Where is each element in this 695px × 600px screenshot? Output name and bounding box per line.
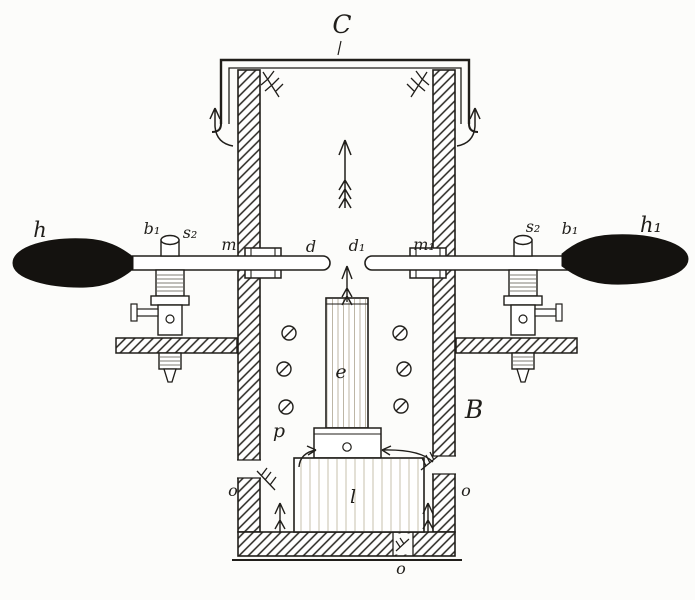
left-bracket-plate [115, 337, 238, 354]
port-squiggle-bottom [395, 537, 410, 552]
pedestal [313, 427, 382, 459]
label-port-bottom: o [396, 559, 406, 578]
left-side-screw[interactable] [136, 308, 159, 317]
flow-arrow-cap-left [209, 107, 234, 147]
flow-arrow-bottom-left [274, 502, 286, 533]
right-wall-port [432, 455, 456, 475]
right-bracket-plate [455, 337, 578, 354]
label-pedestal: p [273, 420, 285, 442]
label-cap: C [332, 10, 351, 39]
cap-label-tick [337, 40, 342, 56]
label-handle-left: h [33, 218, 47, 242]
label-nozzle-left: d [306, 237, 316, 256]
cap-jet-left [260, 70, 284, 98]
label-port-left: o [228, 481, 238, 500]
cap-jet-right [406, 70, 430, 98]
left-handle[interactable] [12, 238, 134, 288]
flow-arrow-pedestal-left [298, 445, 317, 468]
port-squiggle-left [256, 467, 277, 491]
right-side-screw[interactable] [534, 308, 557, 317]
labels: C h b₁ s₂ m d d₁ m₁ s₂ b₁ h₁ e B p l o o… [33, 10, 662, 578]
right-handle[interactable] [561, 234, 689, 285]
label-base-block: l [350, 486, 356, 508]
screw-left-2[interactable] [276, 361, 292, 377]
label-gland-left: m [221, 235, 236, 254]
label-handle-right: h₁ [640, 213, 662, 237]
left-stopcock[interactable] [130, 234, 190, 383]
label-stopcock-left-s: s₂ [183, 223, 198, 242]
flow-arrow-central [338, 139, 352, 209]
label-column: e [335, 361, 346, 383]
top-cap [211, 40, 479, 133]
screw-right-1[interactable] [392, 325, 408, 341]
flow-arrow-bottom-right [422, 502, 434, 533]
left-tube [132, 255, 331, 271]
base-block [293, 457, 425, 533]
right-stopcock[interactable] [503, 234, 563, 383]
left-wall-port [237, 459, 261, 479]
label-stopcock-right-b: b₁ [562, 219, 579, 238]
right-tube [364, 255, 573, 271]
label-stopcock-left-b: b₁ [144, 219, 161, 238]
label-stopcock-right-s: s₂ [526, 217, 541, 236]
screw-right-2[interactable] [396, 361, 412, 377]
label-chamber: B [464, 395, 483, 424]
screw-left-3[interactable] [278, 399, 294, 415]
label-gland-right: m₁ [413, 235, 435, 254]
flow-arrow-cap-right [456, 107, 481, 147]
screw-right-3[interactable] [393, 398, 409, 414]
center-column [325, 297, 369, 429]
label-port-right: o [461, 481, 471, 500]
pedestal-hole [342, 442, 352, 452]
base-plate [232, 531, 462, 561]
screw-left-1[interactable] [281, 325, 297, 341]
label-nozzle-right: d₁ [349, 236, 366, 255]
flow-arrow-column [341, 265, 353, 306]
flow-arrow-pedestal-right [381, 445, 434, 463]
port-squiggle-right [420, 451, 439, 471]
